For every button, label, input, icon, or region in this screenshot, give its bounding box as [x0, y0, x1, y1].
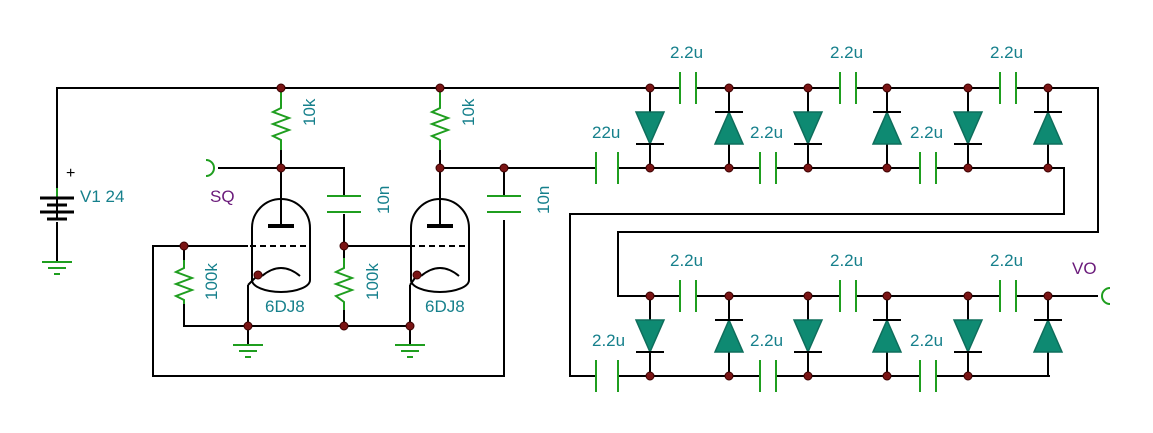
- tube-2-label: 6DJ8: [425, 297, 465, 316]
- cap-label-t1: 2.2u: [670, 43, 703, 62]
- resistor-plate1-label: 10k: [300, 98, 319, 126]
- cap-label-t2: 2.2u: [830, 43, 863, 62]
- cap-label-first: 22u: [592, 123, 620, 142]
- ladder-capacitors: [595, 72, 1017, 392]
- cap-label-l2: 2.2u: [750, 331, 783, 350]
- battery-symbol: +: [40, 165, 75, 221]
- resistor-grid1: [173, 260, 195, 304]
- coupling-cap-1-label: 10n: [374, 186, 393, 214]
- junction-dots: [179, 83, 1053, 381]
- vo-terminal: [1101, 287, 1111, 305]
- resistor-plate1: [270, 88, 292, 150]
- tube-1: [247, 198, 311, 293]
- ground-stage1: [233, 344, 263, 358]
- sq-terminal: [205, 159, 215, 177]
- tube-1-label: 6DJ8: [265, 297, 305, 316]
- ground-stage2: [395, 344, 425, 358]
- coupling-cap-2: [487, 195, 521, 213]
- cap-label-m1: 2.2u: [750, 123, 783, 142]
- resistor-grid2-label: 100k: [363, 263, 382, 300]
- coupling-cap-2-label: 10n: [534, 186, 553, 214]
- sq-label: SQ: [210, 187, 235, 206]
- cap-label-b1: 2.2u: [670, 251, 703, 270]
- tube-2: [409, 198, 470, 293]
- cap-label-b3: 2.2u: [990, 251, 1023, 270]
- ground-battery: [42, 261, 72, 275]
- resistor-grid1-label: 100k: [202, 263, 221, 300]
- cap-label-l1: 2.2u: [592, 331, 625, 350]
- cap-label-b2: 2.2u: [830, 251, 863, 270]
- battery-label: V1 24: [80, 187, 124, 206]
- cap-label-m2: 2.2u: [910, 123, 943, 142]
- coupling-cap-1: [327, 195, 361, 213]
- cap-label-t3: 2.2u: [990, 43, 1023, 62]
- diodes: [634, 110, 1064, 354]
- battery-plus: +: [66, 165, 75, 182]
- vo-label: VO: [1072, 259, 1097, 278]
- cap-label-l3: 2.2u: [910, 331, 943, 350]
- resistor-plate2-label: 10k: [459, 98, 478, 126]
- wires: [56, 87, 1099, 377]
- resistor-grid2: [333, 258, 355, 310]
- resistor-plate2: [429, 88, 451, 150]
